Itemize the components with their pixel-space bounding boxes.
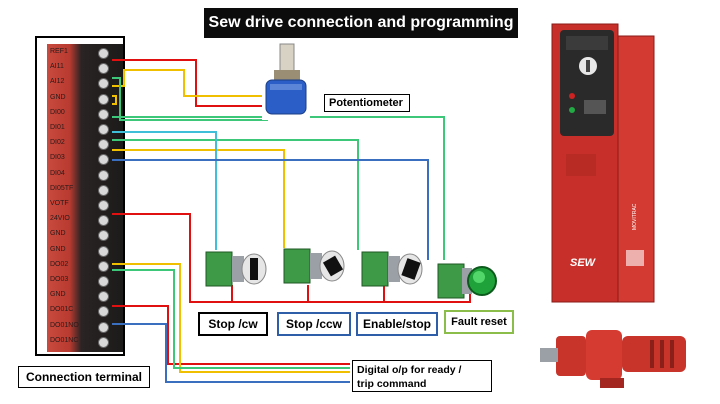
push-button-green [437, 263, 497, 299]
terminal-screw [98, 276, 109, 287]
terminal-screw [98, 108, 109, 120]
potentiometer-label: Potentiometer [324, 94, 410, 112]
drive-model-text: MOVITRAC [632, 203, 638, 230]
terminal-screw [98, 200, 109, 211]
terminal-label: GND [50, 93, 66, 101]
digital-output-line-1: Digital o/p for ready / [357, 364, 462, 376]
blue-wires [112, 159, 429, 383]
terminal-label: DO01NC [50, 336, 79, 344]
terminal-screw [98, 184, 109, 196]
terminal-screw [98, 63, 109, 75]
terminal-label: AI11 [50, 63, 64, 71]
terminal-label: AI12 [50, 78, 65, 86]
enable-stop-label: Enable/stop [356, 312, 438, 336]
terminal-label: DO01C [50, 306, 74, 314]
connection-terminal-label: Connection terminal [18, 366, 150, 388]
green-wires [112, 77, 445, 369]
fault-reset-label: Fault reset [444, 310, 514, 334]
terminal-label: DI03 [50, 154, 65, 162]
terminal-screw [98, 321, 109, 333]
terminal-label: DO03 [50, 276, 69, 283]
terminal-screw [98, 306, 109, 318]
terminal-screw [98, 336, 109, 348]
stop-ccw-label: Stop /ccw [277, 312, 351, 336]
terminal-label: REF1 [50, 48, 68, 55]
terminal-label: GND [50, 291, 66, 299]
terminal-screw [98, 260, 109, 272]
terminal-label: GND [50, 245, 66, 253]
terminal-screw [98, 230, 109, 242]
terminal-screw [98, 78, 109, 90]
terminal-label: DI01 [50, 124, 65, 131]
terminal-screw [98, 215, 109, 227]
selector-switch-1 [205, 251, 267, 287]
sew-drive [548, 22, 658, 303]
terminal-label: DI05TF [50, 184, 74, 192]
terminal-screw [98, 245, 109, 257]
gear-motor [532, 314, 700, 396]
selector-switch-2 [283, 248, 345, 284]
terminal-screw [98, 48, 109, 59]
digital-output-line-2: trip command [357, 378, 427, 390]
terminal-screw [98, 124, 109, 135]
terminal-block [47, 44, 123, 352]
terminal-label: 24VIO [50, 215, 70, 223]
drive-brand-logo: SEW [570, 257, 597, 269]
potentiometer-device [262, 43, 310, 120]
terminal-label: VOTF [50, 200, 69, 207]
terminal-label: DI04 [50, 169, 65, 177]
terminal-screw [98, 93, 109, 105]
cyan-wires [112, 131, 217, 250]
digital-output-label: Digital o/p for ready / trip command [352, 360, 492, 392]
selector-switch-3 [361, 251, 423, 287]
terminal-label: DO02 [50, 260, 69, 268]
terminal-label: DI00 [50, 108, 65, 116]
terminal-label: DO01NO [50, 321, 79, 329]
terminal-screw [98, 139, 109, 151]
red-wires [112, 59, 471, 365]
terminal-label: GND [50, 230, 66, 238]
yellow-wires [112, 69, 350, 373]
terminal-label: DI02 [50, 139, 65, 147]
terminal-screw [98, 291, 109, 303]
terminal-screw [98, 154, 109, 166]
terminal-screw [98, 169, 109, 181]
stop-cw-label: Stop /cw [198, 312, 268, 336]
page-title: Sew drive connection and programming [204, 8, 518, 38]
